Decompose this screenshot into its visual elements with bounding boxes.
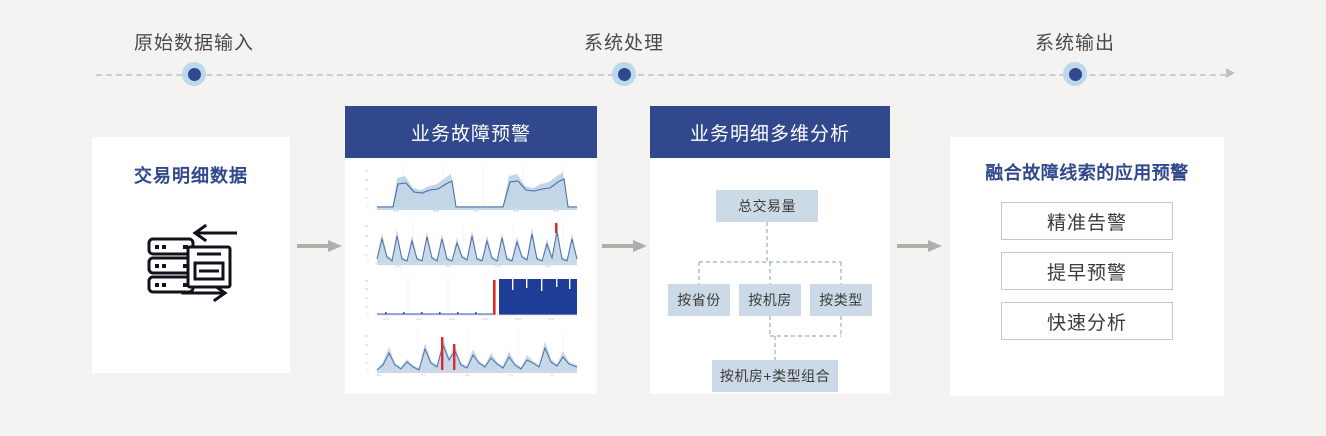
svg-text:03/08: 03/08 [445, 265, 452, 268]
svg-text:20:00: 20:00 [548, 318, 555, 321]
svg-text:00:00: 00:00 [393, 210, 400, 213]
arrow-head [633, 240, 647, 252]
svg-text:20: 20 [365, 305, 368, 309]
svg-text:30: 30 [365, 343, 368, 347]
output-item-precise-alarm[interactable]: 精准告警 [1001, 202, 1173, 240]
svg-text:03/22: 03/22 [545, 265, 552, 268]
tree-node-by-datacenter[interactable]: 按机房 [739, 284, 801, 316]
tree-node-total-volume[interactable]: 总交易量 [716, 190, 818, 222]
svg-text:10: 10 [365, 196, 368, 200]
svg-text:10: 10 [365, 361, 368, 365]
svg-text:14:00: 14:00 [449, 318, 456, 321]
mini-chart-response-time-spikes[interactable]: 50 30 20 10 0 03/01 03/08 03/15 03/22 [363, 219, 579, 269]
svg-text:40: 40 [365, 169, 368, 173]
tree-connectors [698, 222, 842, 360]
svg-text:40: 40 [365, 296, 368, 300]
output-item-early-warning[interactable]: 提早预警 [1001, 252, 1173, 290]
mini-chart-success-rate-trend[interactable]: 40 30 20 10 0 Mon Tue Wed Thu Fri [363, 329, 579, 379]
timeline-end-arrow-icon [1226, 68, 1235, 78]
database-server-icon [145, 221, 239, 308]
svg-text:03/15: 03/15 [495, 265, 502, 268]
card-data-source-title: 交易明细数据 [134, 166, 248, 186]
svg-text:0: 0 [367, 312, 369, 316]
arrow-head [928, 240, 942, 252]
svg-text:0: 0 [367, 368, 369, 372]
svg-text:10:00: 10:00 [383, 318, 390, 321]
arrow-alert-to-analysis-icon [602, 240, 648, 252]
svg-text:0: 0 [367, 259, 369, 263]
card-application-alerts[interactable]: 融合故障线索的应用预警 精准告警 提早预警 快速分析 [950, 137, 1224, 396]
svg-text:03/01: 03/01 [395, 265, 402, 268]
card-application-alerts-title: 融合故障线索的应用预警 [985, 163, 1189, 183]
svg-text:40: 40 [365, 334, 368, 338]
svg-text:06:00: 06:00 [433, 210, 440, 213]
svg-text:20: 20 [365, 244, 368, 248]
tree-node-by-province[interactable]: 按省份 [668, 284, 730, 316]
mini-chart-failure-count-block[interactable]: 80 60 40 20 0 10:00 12:00 14:00 16:00 18:00 20… [363, 274, 579, 324]
svg-text:80: 80 [365, 279, 368, 283]
svg-text:12:00: 12:00 [473, 210, 480, 213]
arrow-shaft [602, 244, 635, 248]
card-multidimensional-analysis-header: 业务明细多维分析 [650, 106, 890, 158]
svg-text:Mon: Mon [377, 374, 382, 377]
timeline-track [96, 74, 1226, 76]
arrow-source-to-alert-icon [297, 240, 343, 252]
timeline-node-input[interactable] [182, 62, 206, 86]
timeline-label-output: 系统输出 [1034, 33, 1116, 54]
card-data-source[interactable]: 交易明细数据 [92, 137, 290, 373]
timeline-node-output[interactable] [1063, 62, 1087, 86]
analysis-tree: 总交易量 按省份 按机房 按类型 按机房+类型组合 [650, 164, 890, 394]
timeline-label-input: 原始数据输入 [133, 33, 255, 54]
tree-node-datacenter-type-combo[interactable]: 按机房+类型组合 [712, 360, 838, 392]
timeline-node-processing[interactable] [612, 62, 636, 86]
svg-text:12:00: 12:00 [416, 318, 423, 321]
svg-text:Fri: Fri [551, 374, 554, 377]
arrow-shaft [897, 244, 930, 248]
output-item-list: 精准告警 提早预警 快速分析 [1001, 202, 1173, 352]
svg-text:60: 60 [365, 287, 368, 291]
svg-text:30: 30 [365, 234, 368, 238]
arrow-shaft [297, 244, 330, 248]
output-item-fast-analysis[interactable]: 快速分析 [1001, 302, 1173, 340]
svg-text:20: 20 [365, 352, 368, 356]
svg-text:16:00: 16:00 [482, 318, 489, 321]
svg-text:18:00: 18:00 [513, 210, 520, 213]
svg-text:20: 20 [365, 187, 368, 191]
mini-chart-transaction-volume-trend[interactable]: 40 30 20 10 0 00:00 06:00 12:00 18:00 00:00 [363, 164, 579, 214]
timeline-label-processing: 系统处理 [583, 33, 665, 54]
svg-text:30: 30 [365, 178, 368, 182]
svg-text:18:00: 18:00 [515, 318, 522, 321]
svg-text:Wed: Wed [465, 374, 471, 377]
mini-chart-stack: 40 30 20 10 0 00:00 06:00 12:00 18:00 00:00 [363, 164, 579, 386]
svg-text:Thu: Thu [509, 374, 514, 377]
tree-node-by-type[interactable]: 按类型 [810, 284, 872, 316]
card-multidimensional-analysis[interactable]: 业务明细多维分析 总交易量 [650, 106, 890, 394]
card-business-fault-alert-header: 业务故障预警 [345, 106, 597, 158]
svg-text:10: 10 [365, 253, 368, 257]
arrow-head [328, 240, 342, 252]
svg-text:0: 0 [367, 204, 369, 208]
card-business-fault-alert[interactable]: 业务故障预警 40 30 20 10 0 [345, 106, 597, 394]
svg-text:00:00: 00:00 [553, 210, 560, 213]
arrow-analysis-to-output-icon [897, 240, 943, 252]
svg-text:Tue: Tue [421, 374, 426, 377]
svg-text:50: 50 [365, 224, 368, 228]
